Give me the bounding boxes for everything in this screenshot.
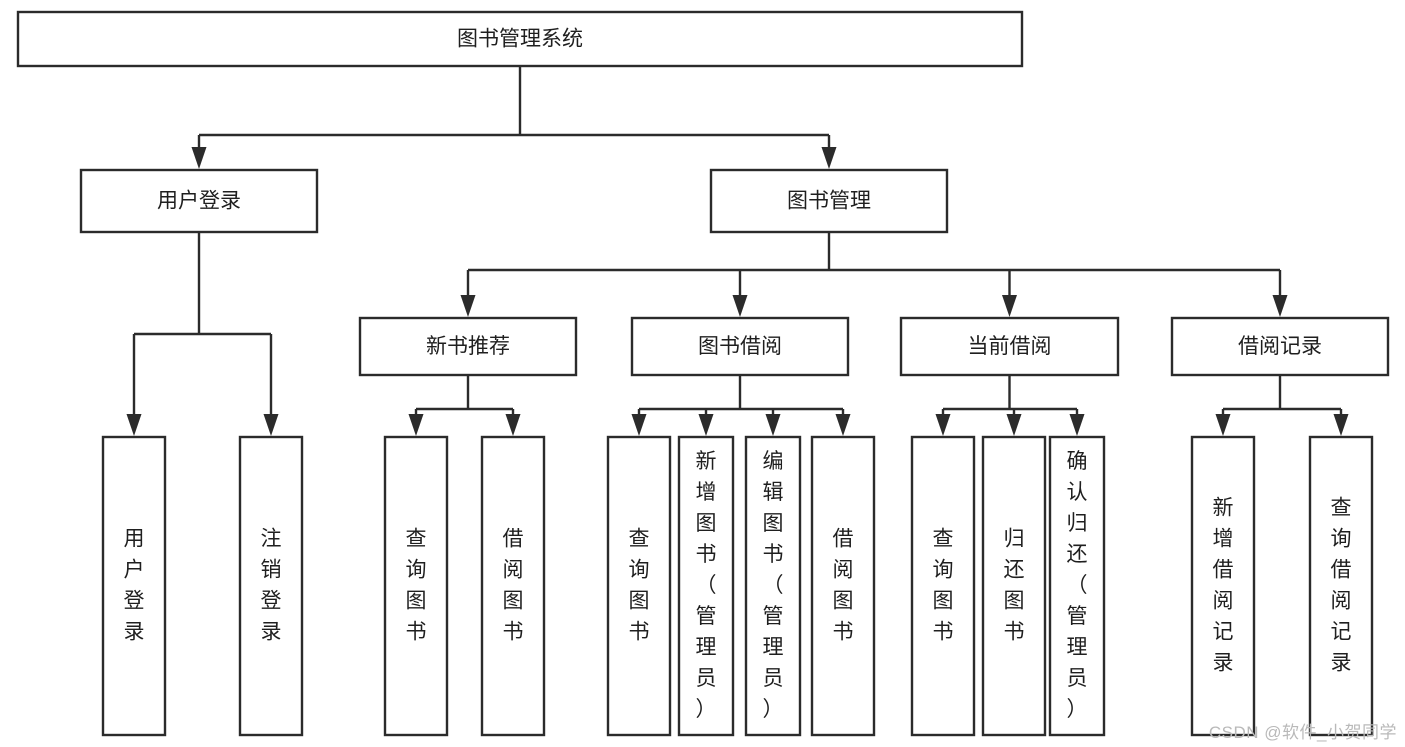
- node-label: 新增图书（管理员）: [696, 450, 717, 721]
- node-box: [606, 435, 672, 737]
- arrow-head-icon: [126, 414, 142, 436]
- node-leaf-add-record[interactable]: 新增借阅记录: [1190, 435, 1256, 737]
- node-label: 借阅图书: [833, 527, 854, 643]
- node-label: 查询图书: [933, 527, 954, 643]
- arrow-head-icon: [408, 414, 424, 436]
- node-label: 借阅记录: [1238, 335, 1322, 358]
- node-label: 新书推荐: [426, 335, 510, 358]
- node-l3-new-book-rec[interactable]: 新书推荐: [358, 316, 578, 377]
- arrow-head-icon: [1333, 414, 1349, 436]
- node-label: 图书管理系统: [457, 28, 583, 51]
- connector-layer: [126, 66, 1349, 436]
- node-label: 用户登录: [124, 527, 145, 643]
- node-box: [910, 435, 976, 737]
- node-label: 注销登录: [261, 527, 282, 643]
- node-box: [630, 316, 850, 377]
- node-l3-current-borrow[interactable]: 当前借阅: [899, 316, 1120, 377]
- node-box: [79, 168, 319, 234]
- node-leaf-add-book[interactable]: 新增图书（管理员）: [677, 435, 735, 737]
- node-label: 用户登录: [157, 190, 241, 213]
- node-box: [16, 10, 1024, 68]
- arrow-head-icon: [1215, 414, 1231, 436]
- node-leaf-query-record[interactable]: 查询借阅记录: [1308, 435, 1374, 737]
- node-box: [899, 316, 1120, 377]
- node-leaf-borrow-book-1[interactable]: 借阅图书: [480, 435, 546, 737]
- arrow-head-icon: [698, 414, 714, 436]
- node-box: [810, 435, 876, 737]
- node-box: [744, 435, 802, 737]
- node-box: [383, 435, 449, 737]
- node-label: 编辑图书（管理员）: [763, 450, 784, 721]
- arrow-head-icon: [1002, 295, 1017, 317]
- node-label: 查询借阅记录: [1331, 496, 1352, 674]
- node-leaf-query-book-1[interactable]: 查询图书: [383, 435, 449, 737]
- node-box: [677, 435, 735, 737]
- arrow-head-icon: [935, 414, 951, 436]
- arrow-head-icon: [765, 414, 781, 436]
- node-leaf-borrow-book-2[interactable]: 借阅图书: [810, 435, 876, 737]
- node-l2-book-manage[interactable]: 图书管理: [709, 168, 949, 234]
- node-leaf-confirm-return[interactable]: 确认归还（管理员）: [1048, 435, 1106, 737]
- arrow-head-icon: [191, 147, 207, 169]
- node-label: 当前借阅: [968, 335, 1052, 358]
- arrow-head-icon: [460, 295, 476, 317]
- node-box: [1170, 316, 1390, 377]
- node-box: [358, 316, 578, 377]
- node-box: [709, 168, 949, 234]
- node-label: 借阅图书: [503, 527, 524, 643]
- node-root[interactable]: 图书管理系统: [16, 10, 1024, 68]
- arrow-head-icon: [505, 414, 521, 436]
- node-layer: 图书管理系统用户登录图书管理新书推荐图书借阅当前借阅借阅记录用户登录注销登录查询…: [16, 10, 1390, 737]
- node-l3-book-borrow[interactable]: 图书借阅: [630, 316, 850, 377]
- node-leaf-edit-book[interactable]: 编辑图书（管理员）: [744, 435, 802, 737]
- node-box: [981, 435, 1047, 737]
- node-label: 确认归还（管理员）: [1067, 450, 1088, 721]
- node-label: 新增借阅记录: [1213, 496, 1234, 674]
- node-l2-user-login[interactable]: 用户登录: [79, 168, 319, 234]
- arrow-head-icon: [1006, 414, 1022, 436]
- node-leaf-logout[interactable]: 注销登录: [238, 435, 304, 737]
- node-box: [1308, 435, 1374, 737]
- node-leaf-query-book-3[interactable]: 查询图书: [910, 435, 976, 737]
- node-leaf-user-login[interactable]: 用户登录: [101, 435, 167, 737]
- arrow-head-icon: [732, 295, 748, 317]
- arrow-head-icon: [821, 147, 837, 169]
- arrow-head-icon: [835, 414, 851, 436]
- node-label: 图书借阅: [698, 335, 782, 358]
- node-box: [1048, 435, 1106, 737]
- node-label: 归还图书: [1004, 527, 1025, 643]
- node-box: [101, 435, 167, 737]
- node-leaf-return-book[interactable]: 归还图书: [981, 435, 1047, 737]
- node-label: 图书管理: [787, 190, 871, 213]
- node-label: 查询图书: [629, 527, 650, 643]
- node-box: [480, 435, 546, 737]
- node-box: [238, 435, 304, 737]
- arrow-head-icon: [1272, 295, 1288, 317]
- node-box: [1190, 435, 1256, 737]
- arrow-head-icon: [263, 414, 279, 436]
- arrow-head-icon: [1069, 414, 1085, 436]
- node-label: 查询图书: [406, 527, 427, 643]
- arrow-head-icon: [631, 414, 647, 436]
- node-leaf-query-book-2[interactable]: 查询图书: [606, 435, 672, 737]
- node-l3-borrow-record[interactable]: 借阅记录: [1170, 316, 1390, 377]
